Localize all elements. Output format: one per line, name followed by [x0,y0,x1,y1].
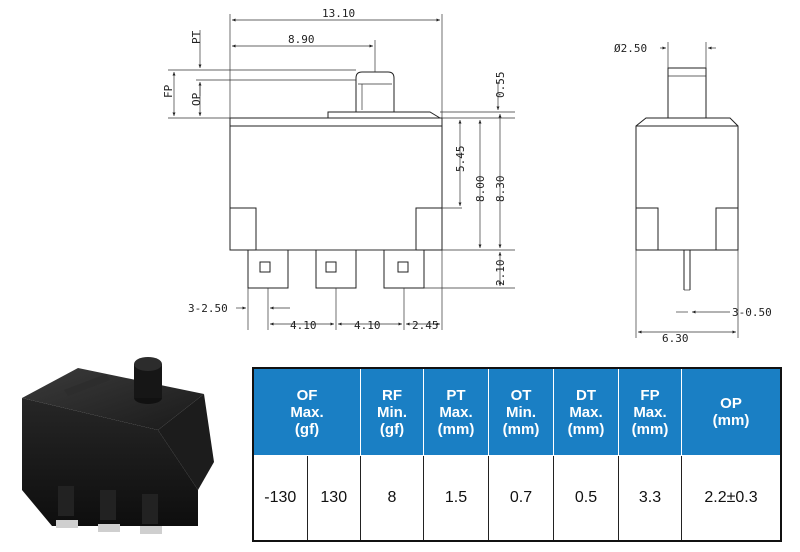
dim-pins-width-label: 3-2.50 [188,302,228,315]
header-rf: RF Min. (gf) [360,367,424,456]
spec-table-head: OF Max. (gf) RF Min. (gf) PT Max. (mm) O… [252,367,782,456]
cell-pt: 1.5 [423,455,489,542]
header-ot: OT Min. (mm) [488,367,554,456]
header-fp-line3: (mm) [631,420,669,438]
front-view [229,71,443,289]
spec-table: OF Max. (gf) RF Min. (gf) PT Max. (mm) O… [252,367,782,542]
dim-pitch1-label: 4.10 [290,319,317,332]
header-dt-line3: (mm) [567,420,605,438]
header-pt-line1: PT [446,386,466,404]
dim-830-label: 8.30 [494,176,507,203]
header-op-line1: OP [720,395,742,412]
terminal-2 [315,250,357,289]
dim-width-label: 13.10 [322,7,355,20]
dim-right-verticals: 0.55 5.45 8.00 8.30 2.10 [424,72,515,289]
dim-pt-label: PT [190,30,203,44]
header-row: OF Max. (gf) RF Min. (gf) PT Max. (mm) O… [252,367,782,456]
header-op: OP (mm) [681,367,782,456]
technical-drawing: 13.10 8.90 PT FP OP 0.55 5.45 8.00 8.30 … [162,7,772,345]
cell-ot: 0.7 [488,455,554,542]
dim-bottom: 3-2.50 4.10 4.10 2.45 [188,250,443,332]
cell-of-max: 130 [306,455,361,542]
dim-fp-label: FP [162,84,175,98]
header-of-line2: Max. [290,403,324,421]
dim-pitch2-label: 4.10 [354,319,381,332]
header-of: OF Max. (gf) [252,367,361,456]
dim-055-label: 0.55 [494,72,507,99]
dim-side-pin-label: 3-0.50 [732,306,772,319]
cell-fp: 3.3 [618,455,682,542]
cell-op: 2.2±0.3 [681,455,782,542]
header-ot-line1: OT [510,386,532,404]
dim-to-button: 8.90 [232,33,376,72]
header-op-line2: (mm) [712,412,750,429]
terminal-3 [383,250,425,289]
header-pt: PT Max. (mm) [423,367,489,456]
table-row: -130 130 8 1.5 0.7 0.5 3.3 2.2±0.3 [252,455,782,542]
dim-210-label: 2.10 [494,260,507,287]
cell-rf: 8 [360,455,424,542]
header-of-line3: (gf) [294,420,320,438]
terminal-1 [247,250,289,289]
dim-op-label: OP [190,92,203,106]
header-ot-line3: (mm) [502,420,540,438]
header-pt-line2: Max. [439,403,473,421]
header-pt-line3: (mm) [437,420,475,438]
dim-width: 13.10 [229,7,443,118]
header-fp: FP Max. (mm) [618,367,682,456]
header-rf-line2: Min. [377,403,407,421]
dim-side-width-label: 6.30 [662,332,689,345]
side-view [635,67,739,291]
header-fp-line1: FP [640,386,660,404]
dim-side-dia-label: Ø2.50 [614,42,647,55]
dim-to-button-label: 8.90 [288,33,315,46]
header-rf-line1: RF [382,386,402,404]
side-dims: Ø2.50 3-0.50 6.30 [614,42,772,345]
product-photo [22,357,214,534]
header-fp-line2: Max. [633,403,667,421]
cell-of-min: -130 [252,455,308,542]
dim-800-label: 8.00 [474,176,487,203]
dim-pt-fp-op: PT FP OP [162,30,356,119]
header-dt-line2: Max. [569,403,603,421]
header-ot-line2: Min. [506,403,536,421]
dim-545-label: 5.45 [454,146,467,173]
cell-dt: 0.5 [553,455,619,542]
header-of-line1: OF [296,386,318,404]
header-dt-line1: DT [576,386,596,404]
dim-end-label: 2.45 [412,319,439,332]
header-rf-line3: (gf) [379,420,405,438]
header-dt: DT Max. (mm) [553,367,619,456]
